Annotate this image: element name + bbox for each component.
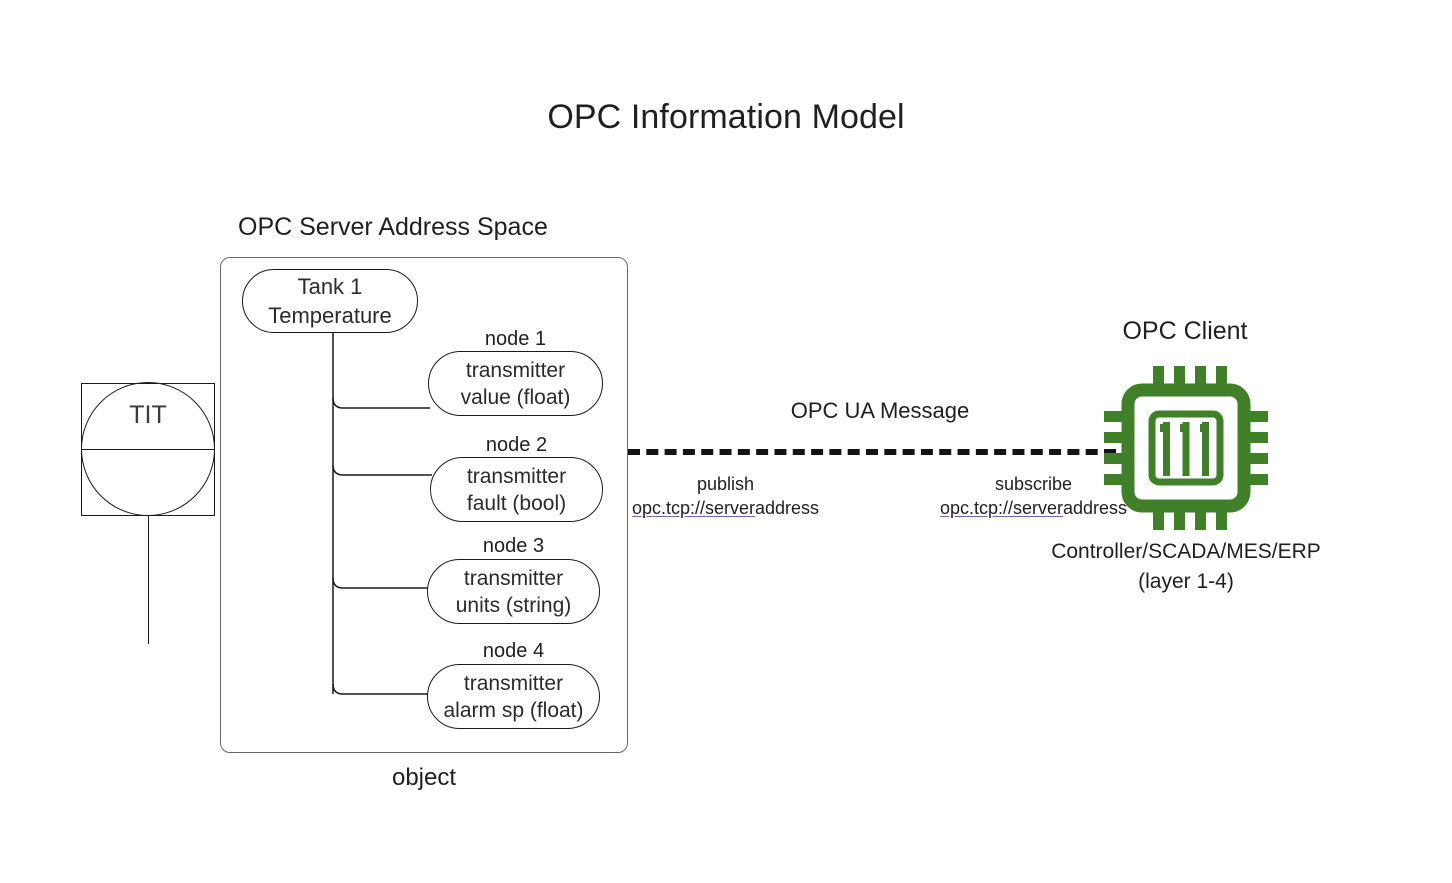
node-2-label: node 2 bbox=[485, 434, 548, 456]
server-address-space-caption: OPC Server Address Space bbox=[238, 213, 548, 241]
object-caption: object bbox=[391, 764, 457, 791]
opc-ua-message-connector bbox=[628, 449, 1116, 455]
page-title: OPC Information Model bbox=[547, 98, 905, 136]
cpu-chip-icon bbox=[1104, 366, 1268, 530]
publish-action-label: publish bbox=[696, 474, 755, 494]
instrument-divider bbox=[81, 449, 215, 450]
publish-url-scheme: opc.tcp://server bbox=[631, 498, 755, 518]
node-4-label: node 4 bbox=[482, 640, 545, 662]
subscribe-url-scheme: opc.tcp://server bbox=[939, 498, 1063, 518]
opc-ua-message-label: OPC UA Message bbox=[790, 398, 970, 423]
node-3-label: node 3 bbox=[482, 535, 545, 557]
publish-url-rest: address bbox=[755, 498, 820, 518]
instrument-stem-line bbox=[148, 516, 149, 644]
publish-endpoint: publish opc.tcp://serveraddress bbox=[613, 472, 838, 520]
opc-client-caption: OPC Client bbox=[1122, 317, 1248, 345]
node-1-label: node 1 bbox=[484, 328, 547, 350]
subscribe-endpoint: subscribe opc.tcp://serveraddress bbox=[922, 472, 1145, 520]
subscribe-url-rest: address bbox=[1063, 498, 1128, 518]
client-sub-line-1: Controller/SCADA/MES/ERP bbox=[1051, 540, 1321, 563]
instrument-symbol-tit: TIT bbox=[81, 382, 215, 516]
instrument-tag-label: TIT bbox=[129, 401, 167, 429]
server-address-space-container bbox=[220, 257, 628, 753]
subscribe-action-label: subscribe bbox=[994, 474, 1073, 494]
opc-client-subcaption: Controller/SCADA/MES/ERP (layer 1-4) bbox=[1000, 537, 1372, 597]
client-sub-line-2: (layer 1-4) bbox=[1138, 570, 1234, 593]
publish-url[interactable]: opc.tcp://serveraddress bbox=[613, 496, 838, 520]
subscribe-url[interactable]: opc.tcp://serveraddress bbox=[922, 496, 1145, 520]
